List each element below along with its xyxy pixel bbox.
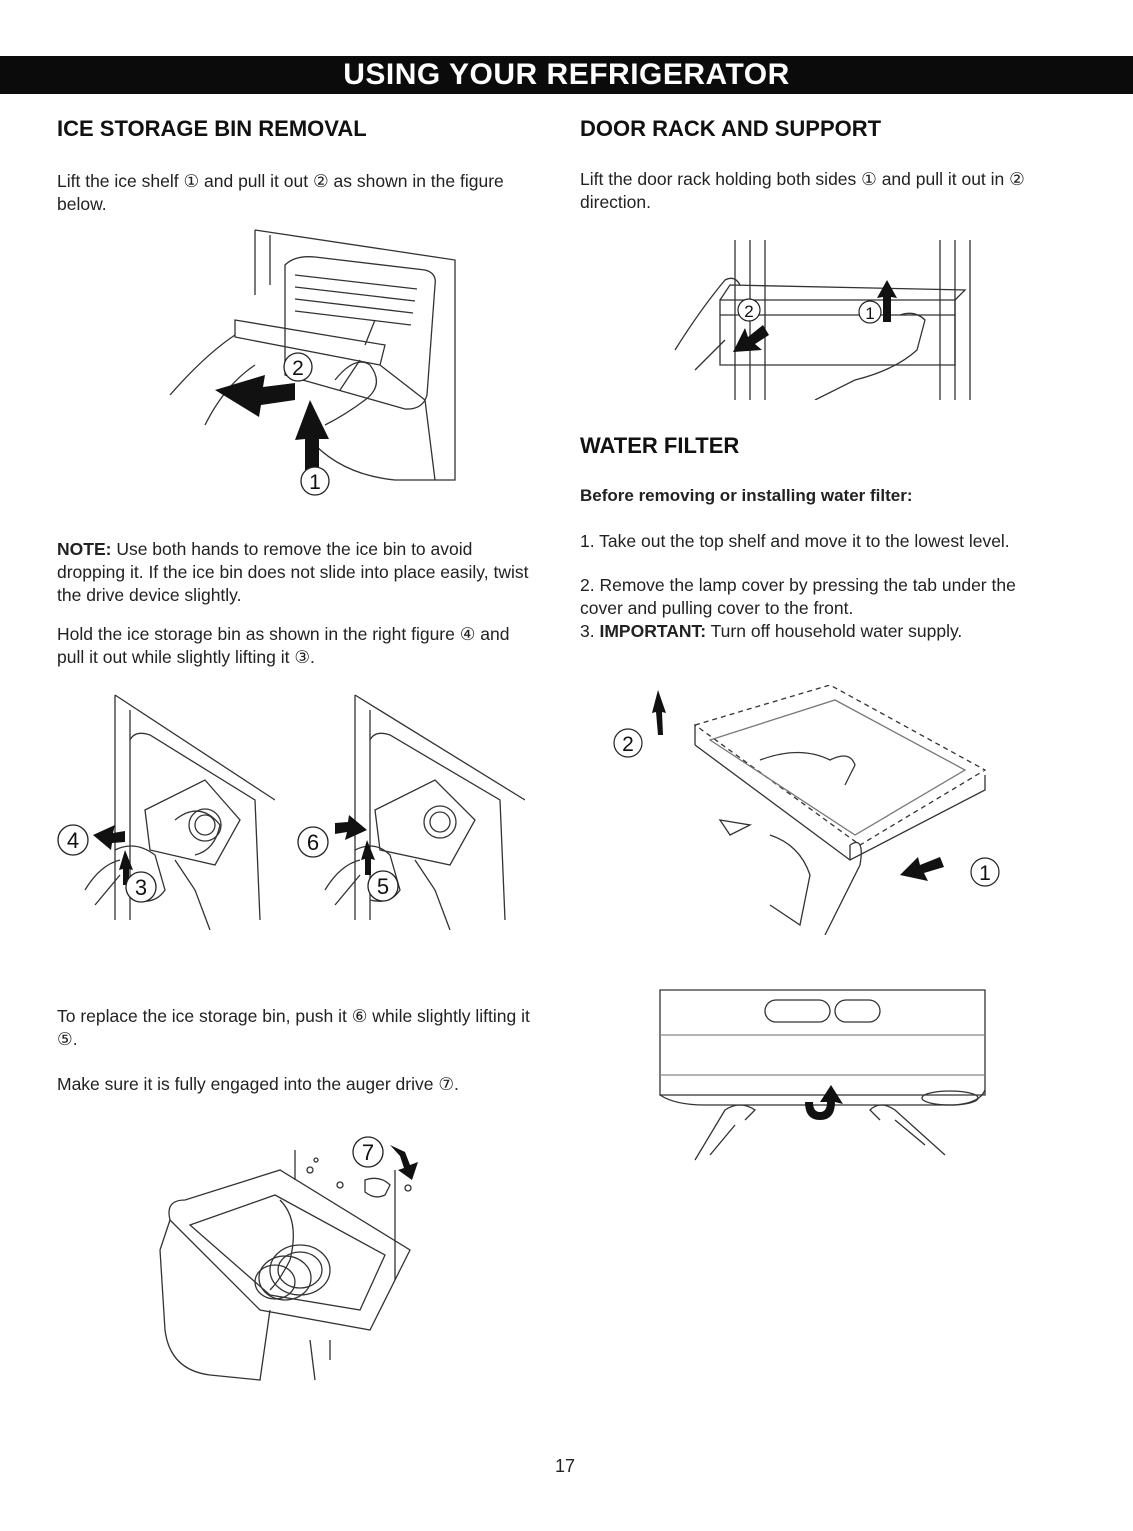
- note-label: NOTE:: [57, 539, 112, 559]
- note-text: Use both hands to remove the ice bin to …: [57, 539, 529, 605]
- callout-2: 2: [744, 302, 753, 321]
- arrow-pull-out-icon: [733, 325, 769, 352]
- note-paragraph: NOTE: Use both hands to remove the ice b…: [57, 538, 537, 607]
- door-rack-text: Lift the door rack holding both sides ① …: [580, 169, 1025, 212]
- step-2: 2. Remove the lamp cover by pressing the…: [580, 575, 1016, 618]
- callout-4: 4: [67, 828, 79, 853]
- arrow-lift-icon: [295, 400, 329, 473]
- water-filter-title: WATER FILTER: [580, 433, 740, 458]
- door-rack-figure: 2 1: [674, 240, 971, 400]
- step-1: 1. Take out the top shelf and move it to…: [580, 531, 1010, 551]
- arrow-lift-icon: [652, 690, 666, 735]
- page-number: 17: [555, 1456, 576, 1476]
- callout-2: 2: [622, 733, 634, 756]
- lamp-cover-figure: [659, 989, 986, 1161]
- engage-paragraph: Make sure it is fully engaged into the a…: [57, 1074, 459, 1094]
- ice-bin-intro: Lift the ice shelf ① and pull it out ② a…: [57, 171, 504, 214]
- callout-3: 3: [135, 875, 147, 900]
- rotate-arrow-icon: [805, 1085, 843, 1120]
- ice-bin-pull-figure: 4 3: [57, 694, 275, 930]
- rotate-arrow-icon: [390, 1145, 418, 1180]
- hold-paragraph: Hold the ice storage bin as shown in the…: [57, 624, 510, 667]
- ice-bin-auger-figure: 7: [159, 1136, 418, 1381]
- shelf-removal-figure: 2 1: [613, 685, 1000, 935]
- replace-paragraph: To replace the ice storage bin, push it …: [57, 1006, 530, 1049]
- step-3: 3. IMPORTANT: Turn off household water s…: [580, 621, 963, 641]
- water-filter-subtitle: Before removing or installing water filt…: [580, 486, 913, 505]
- callout-1: 1: [865, 304, 874, 323]
- page-header: USING YOUR REFRIGERATOR: [0, 56, 1133, 94]
- callout-7: 7: [362, 1140, 374, 1165]
- arrow-lift-icon: [877, 280, 897, 322]
- callout-1: 1: [979, 862, 991, 885]
- arrow-pull-out-icon: [900, 857, 944, 881]
- callout-2: 2: [292, 357, 304, 380]
- ice-bin-title: ICE STORAGE BIN REMOVAL: [57, 116, 367, 141]
- callout-5: 5: [377, 874, 389, 899]
- callout-6: 6: [307, 830, 319, 855]
- door-rack-title: DOOR RACK AND SUPPORT: [580, 116, 882, 141]
- ice-shelf-figure: 2 1: [169, 229, 456, 496]
- arrow-pull-out-icon: [215, 375, 295, 417]
- callout-1: 1: [309, 471, 321, 494]
- ice-bin-replace-figure: 6 5: [297, 694, 525, 930]
